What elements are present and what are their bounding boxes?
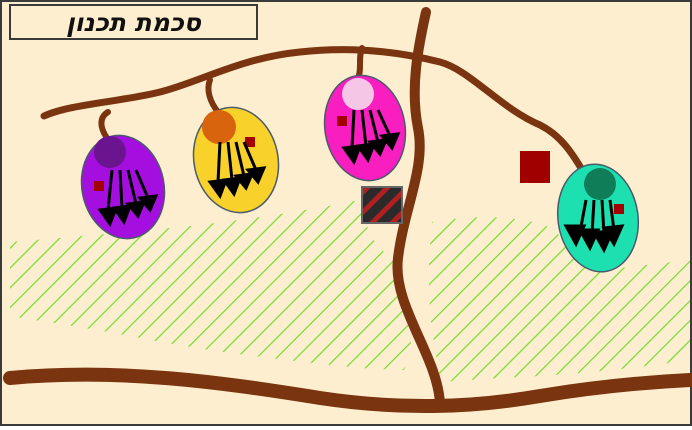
purple-unit-head [94, 136, 126, 168]
teal-unit-head [584, 168, 616, 200]
magenta-unit-head [342, 78, 374, 110]
yellow-unit-head [202, 110, 236, 144]
diagram-title: סכמת תכנון [66, 8, 201, 37]
objective-square [520, 151, 550, 183]
purple-unit-marker [94, 181, 104, 191]
magenta-unit-marker [337, 116, 347, 126]
spur-magenta [358, 48, 362, 78]
teal-unit-marker [614, 204, 624, 214]
title-box: סכמת תכנון [9, 4, 258, 40]
